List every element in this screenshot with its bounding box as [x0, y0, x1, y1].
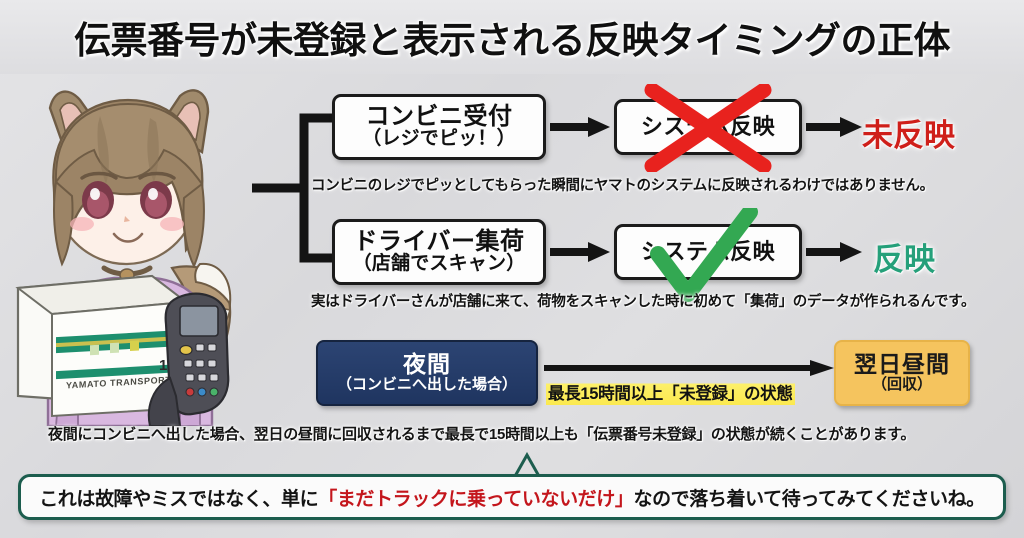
result-not-reflected: 未反映 [862, 118, 955, 153]
cat-girl-delivery-illustration: YAMATO TRANSPORT CO.,LTD. 12 [15, 89, 232, 426]
timeline-start-subtitle: （コンビニへ出した場合） [336, 376, 517, 394]
arrow-row1-a [550, 116, 612, 138]
barcode-scanner-icon [147, 292, 230, 426]
character-illustration: YAMATO TRANSPORT CO.,LTD. 12 [4, 78, 266, 426]
caption-timeline: 夜間にコンビニへ出した場合、翌日の昼間に回収されるまで最長で15時間以上も「伝票… [48, 426, 916, 443]
flow-box-title: システム反映 [640, 239, 776, 265]
flow-box-driver-pickup: ドライバー集荷 （店舗でスキャン） [332, 219, 546, 285]
caption-row1: コンビニのレジでピッとしてもらった瞬間にヤマトのシステムに反映されるわけではあり… [311, 178, 934, 194]
arrow-row2-b [806, 241, 864, 263]
package-box: YAMATO TRANSPORT CO.,LTD. 12 [15, 274, 217, 418]
timeline-start-title: 夜間 [403, 351, 451, 378]
page-title: 伝票番号が未登録と表示される反映タイミングの正体 [74, 20, 951, 61]
flow-box-system-reflect-1: システム反映 [614, 99, 802, 155]
title-bar: 伝票番号が未登録と表示される反映タイミングの正体 [0, 0, 1024, 74]
flow-box-title: ドライバー集荷 [353, 227, 525, 255]
timeline-end-subtitle: （回収） [871, 376, 932, 394]
timeline-arrow [544, 360, 834, 376]
flow-box-title: システム反映 [640, 114, 776, 140]
arrow-row1-b [806, 116, 864, 138]
flow-box-title: コンビニ受付 [365, 102, 513, 130]
conclusion-suffix: なので落ち着いて待ってみてくださいね。 [633, 488, 985, 510]
timeline-end-title: 翌日昼間 [854, 351, 950, 378]
arrow-row2-a [550, 241, 612, 263]
flow-box-convenience-store: コンビニ受付 （レジでピッ！） [332, 94, 546, 160]
timeline-start-night: 夜間 （コンビニへ出した場合） [316, 340, 538, 406]
timeline-duration-label: 最長15時間以上「未登録」の状態 [546, 379, 795, 405]
timeline-end-next-day: 翌日昼間 （回収） [834, 340, 970, 406]
flow-box-system-reflect-2: システム反映 [614, 224, 802, 280]
caption-row2: 実はドライバーさんが店舗に来て、荷物をスキャンした時に初めて「集荷」のデータが作… [311, 294, 976, 310]
conclusion-highlight: 「まだトラックに乗っていないだけ」 [318, 488, 634, 510]
result-reflected: 反映 [873, 242, 935, 277]
conclusion-text: これは故障やミスではなく、単に「まだトラックに乗っていないだけ」なので落ち着いて… [39, 484, 985, 511]
flow-box-subtitle: （レジでピッ！） [362, 128, 516, 150]
conclusion-prefix: これは故障やミスではなく、単に [39, 488, 319, 510]
conclusion-callout: これは故障やミスではなく、単に「まだトラックに乗っていないだけ」なので落ち着いて… [18, 474, 1006, 520]
flow-box-subtitle: （店舗でスキャン） [352, 253, 526, 275]
